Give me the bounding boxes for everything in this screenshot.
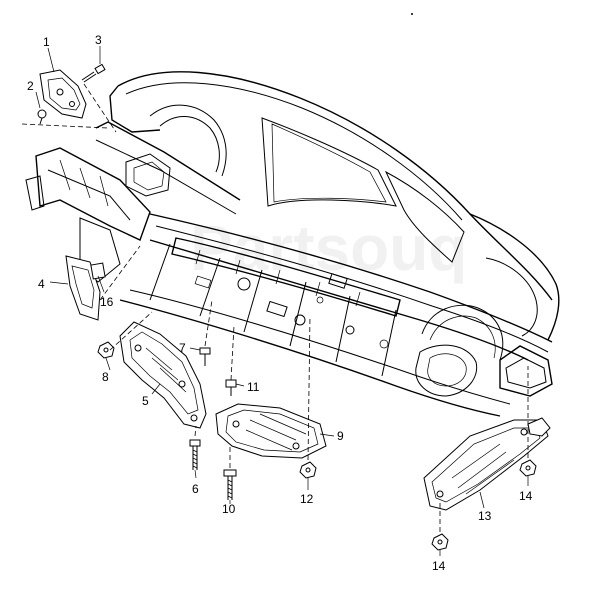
callout-10: 10 [222,502,236,516]
part-nut-12 [299,461,317,479]
part-bolt-3 [81,63,106,83]
callout-2: 2 [27,79,34,93]
part-cover-9 [215,403,327,459]
callout-11: 11 [247,380,260,394]
part-clip-2 [37,109,47,125]
part-nut-14-bottom [431,533,449,551]
part-bolt-7 [199,347,211,366]
callout-labels: 1 3 2 4 16 8 5 7 6 11 10 9 12 13 14 14 [27,33,533,573]
vehicle-underbody [25,71,560,417]
callout-12: 12 [300,492,314,506]
part-panel-4 [65,255,101,321]
part-bolt-6 [189,439,201,470]
callout-3: 3 [95,33,102,47]
callout-5: 5 [142,394,149,408]
part-label-16 [90,262,106,280]
watermark-logo: Partsouq [190,212,467,284]
speck-mark [411,13,413,15]
leader-lines [35,46,529,556]
callout-1: 1 [43,35,50,49]
callout-14-bottom: 14 [432,559,446,573]
callout-9: 9 [337,429,344,443]
part-nut-14-right [519,459,537,477]
part-cover-5 [119,321,207,429]
callout-8: 8 [102,370,109,384]
part-bracket-1 [39,69,87,119]
callout-4: 4 [38,277,45,291]
callout-14-right: 14 [519,489,533,503]
callout-16: 16 [100,295,114,309]
callout-13: 13 [478,509,492,523]
part-cover-13 [423,417,551,511]
part-bolt-11 [225,379,237,396]
part-nut-8 [97,341,115,359]
assembly-lines [21,83,529,532]
part-bolt-10 [223,469,237,500]
callout-7: 7 [179,341,186,355]
callout-6: 6 [192,482,199,496]
